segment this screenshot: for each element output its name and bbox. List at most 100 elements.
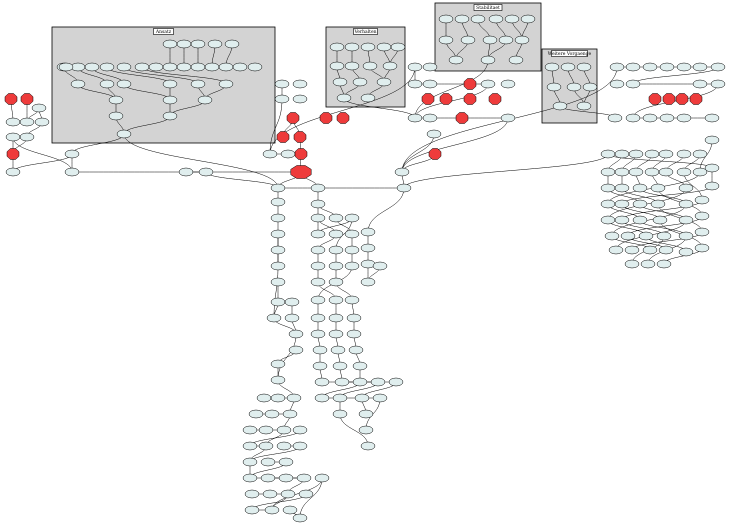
graph-node[interactable] [266, 313, 282, 323]
graph-node[interactable] [372, 393, 388, 403]
graph-node[interactable] [148, 62, 164, 72]
graph-node[interactable] [282, 505, 298, 515]
graph-node[interactable] [329, 61, 345, 71]
graph-node[interactable] [382, 61, 398, 71]
highlighted-graph-node[interactable] [421, 93, 435, 105]
graph-node[interactable] [652, 215, 668, 225]
graph-node[interactable] [656, 259, 672, 269]
graph-node[interactable] [270, 261, 286, 271]
graph-node[interactable] [632, 215, 648, 225]
graph-node[interactable] [310, 213, 326, 223]
graph-node[interactable] [642, 62, 658, 72]
graph-node[interactable] [162, 62, 178, 72]
graph-node[interactable] [370, 377, 386, 387]
graph-node[interactable] [678, 231, 694, 241]
graph-node[interactable] [372, 261, 388, 271]
graph-node[interactable] [624, 259, 640, 269]
graph-node[interactable] [376, 42, 392, 52]
graph-node[interactable] [264, 505, 280, 515]
graph-node[interactable] [314, 393, 330, 403]
graph-node[interactable] [358, 425, 374, 435]
graph-node[interactable] [520, 14, 536, 24]
highlighted-graph-node[interactable] [293, 131, 307, 143]
graph-node[interactable] [388, 377, 404, 387]
highlighted-graph-node[interactable] [675, 93, 689, 105]
graph-node[interactable] [676, 167, 692, 177]
graph-node[interactable] [694, 243, 710, 253]
graph-node[interactable] [270, 197, 286, 207]
graph-node[interactable] [5, 132, 21, 142]
graph-node[interactable] [650, 199, 666, 209]
graph-node[interactable] [276, 441, 292, 451]
highlighted-graph-node[interactable] [336, 112, 350, 124]
graph-node[interactable] [678, 215, 694, 225]
graph-node[interactable] [162, 95, 178, 105]
graph-node[interactable] [644, 149, 660, 159]
graph-node[interactable] [334, 377, 350, 387]
graph-node[interactable] [256, 393, 272, 403]
graph-node[interactable] [396, 183, 412, 193]
graph-node[interactable] [659, 113, 675, 123]
graph-node[interactable] [360, 441, 376, 451]
graph-node[interactable] [694, 195, 710, 205]
graph-node[interactable] [656, 231, 672, 241]
graph-node[interactable] [642, 245, 658, 255]
graph-node[interactable] [70, 79, 86, 89]
graph-node[interactable] [244, 505, 260, 515]
graph-node[interactable] [625, 62, 641, 72]
graph-node[interactable] [600, 183, 616, 193]
graph-node[interactable] [286, 393, 302, 403]
highlighted-graph-node[interactable] [20, 93, 34, 105]
graph-node[interactable] [328, 313, 344, 323]
graph-node[interactable] [248, 409, 264, 419]
graph-node[interactable] [376, 77, 392, 87]
graph-node[interactable] [678, 199, 694, 209]
graph-node[interactable] [258, 441, 274, 451]
graph-node[interactable] [614, 199, 630, 209]
graph-node[interactable] [310, 183, 326, 193]
graph-node[interactable] [508, 55, 524, 65]
graph-node[interactable] [116, 79, 132, 89]
graph-node[interactable] [488, 14, 504, 24]
graph-node[interactable] [258, 425, 274, 435]
graph-node[interactable] [480, 79, 496, 89]
graph-node[interactable] [624, 245, 640, 255]
graph-node[interactable] [270, 297, 286, 307]
graph-node[interactable] [604, 231, 620, 241]
graph-node[interactable] [360, 243, 376, 253]
graph-node[interactable] [438, 35, 454, 45]
graph-node[interactable] [692, 167, 708, 177]
graph-node[interactable] [310, 313, 326, 323]
graph-node[interactable] [676, 113, 692, 123]
graph-node[interactable] [346, 313, 362, 323]
graph-node[interactable] [704, 113, 720, 123]
graph-node[interactable] [422, 79, 438, 89]
graph-node[interactable] [625, 113, 641, 123]
graph-node[interactable] [482, 35, 498, 45]
highlighted-graph-node[interactable] [6, 148, 20, 160]
graph-node[interactable] [344, 213, 360, 223]
graph-node[interactable] [262, 149, 278, 159]
graph-node[interactable] [678, 183, 694, 193]
graph-node[interactable] [162, 79, 178, 89]
graph-node[interactable] [328, 329, 344, 339]
graph-node[interactable] [407, 79, 423, 89]
graph-node[interactable] [560, 62, 576, 72]
graph-node[interactable] [344, 42, 360, 52]
graph-node[interactable] [362, 61, 378, 71]
graph-node[interactable] [280, 489, 296, 499]
graph-node[interactable] [242, 457, 258, 467]
graph-node[interactable] [232, 62, 248, 72]
graph-node[interactable] [344, 261, 360, 271]
graph-node[interactable] [162, 39, 178, 49]
graph-node[interactable] [422, 113, 438, 123]
graph-node[interactable] [274, 79, 290, 89]
graph-node[interactable] [270, 393, 286, 403]
graph-node[interactable] [288, 345, 304, 355]
graph-node[interactable] [360, 227, 376, 237]
graph-node[interactable] [694, 227, 710, 237]
highlighted-graph-node[interactable] [319, 112, 333, 124]
graph-node[interactable] [207, 39, 223, 49]
graph-node[interactable] [407, 113, 423, 123]
graph-node[interactable] [284, 313, 300, 323]
